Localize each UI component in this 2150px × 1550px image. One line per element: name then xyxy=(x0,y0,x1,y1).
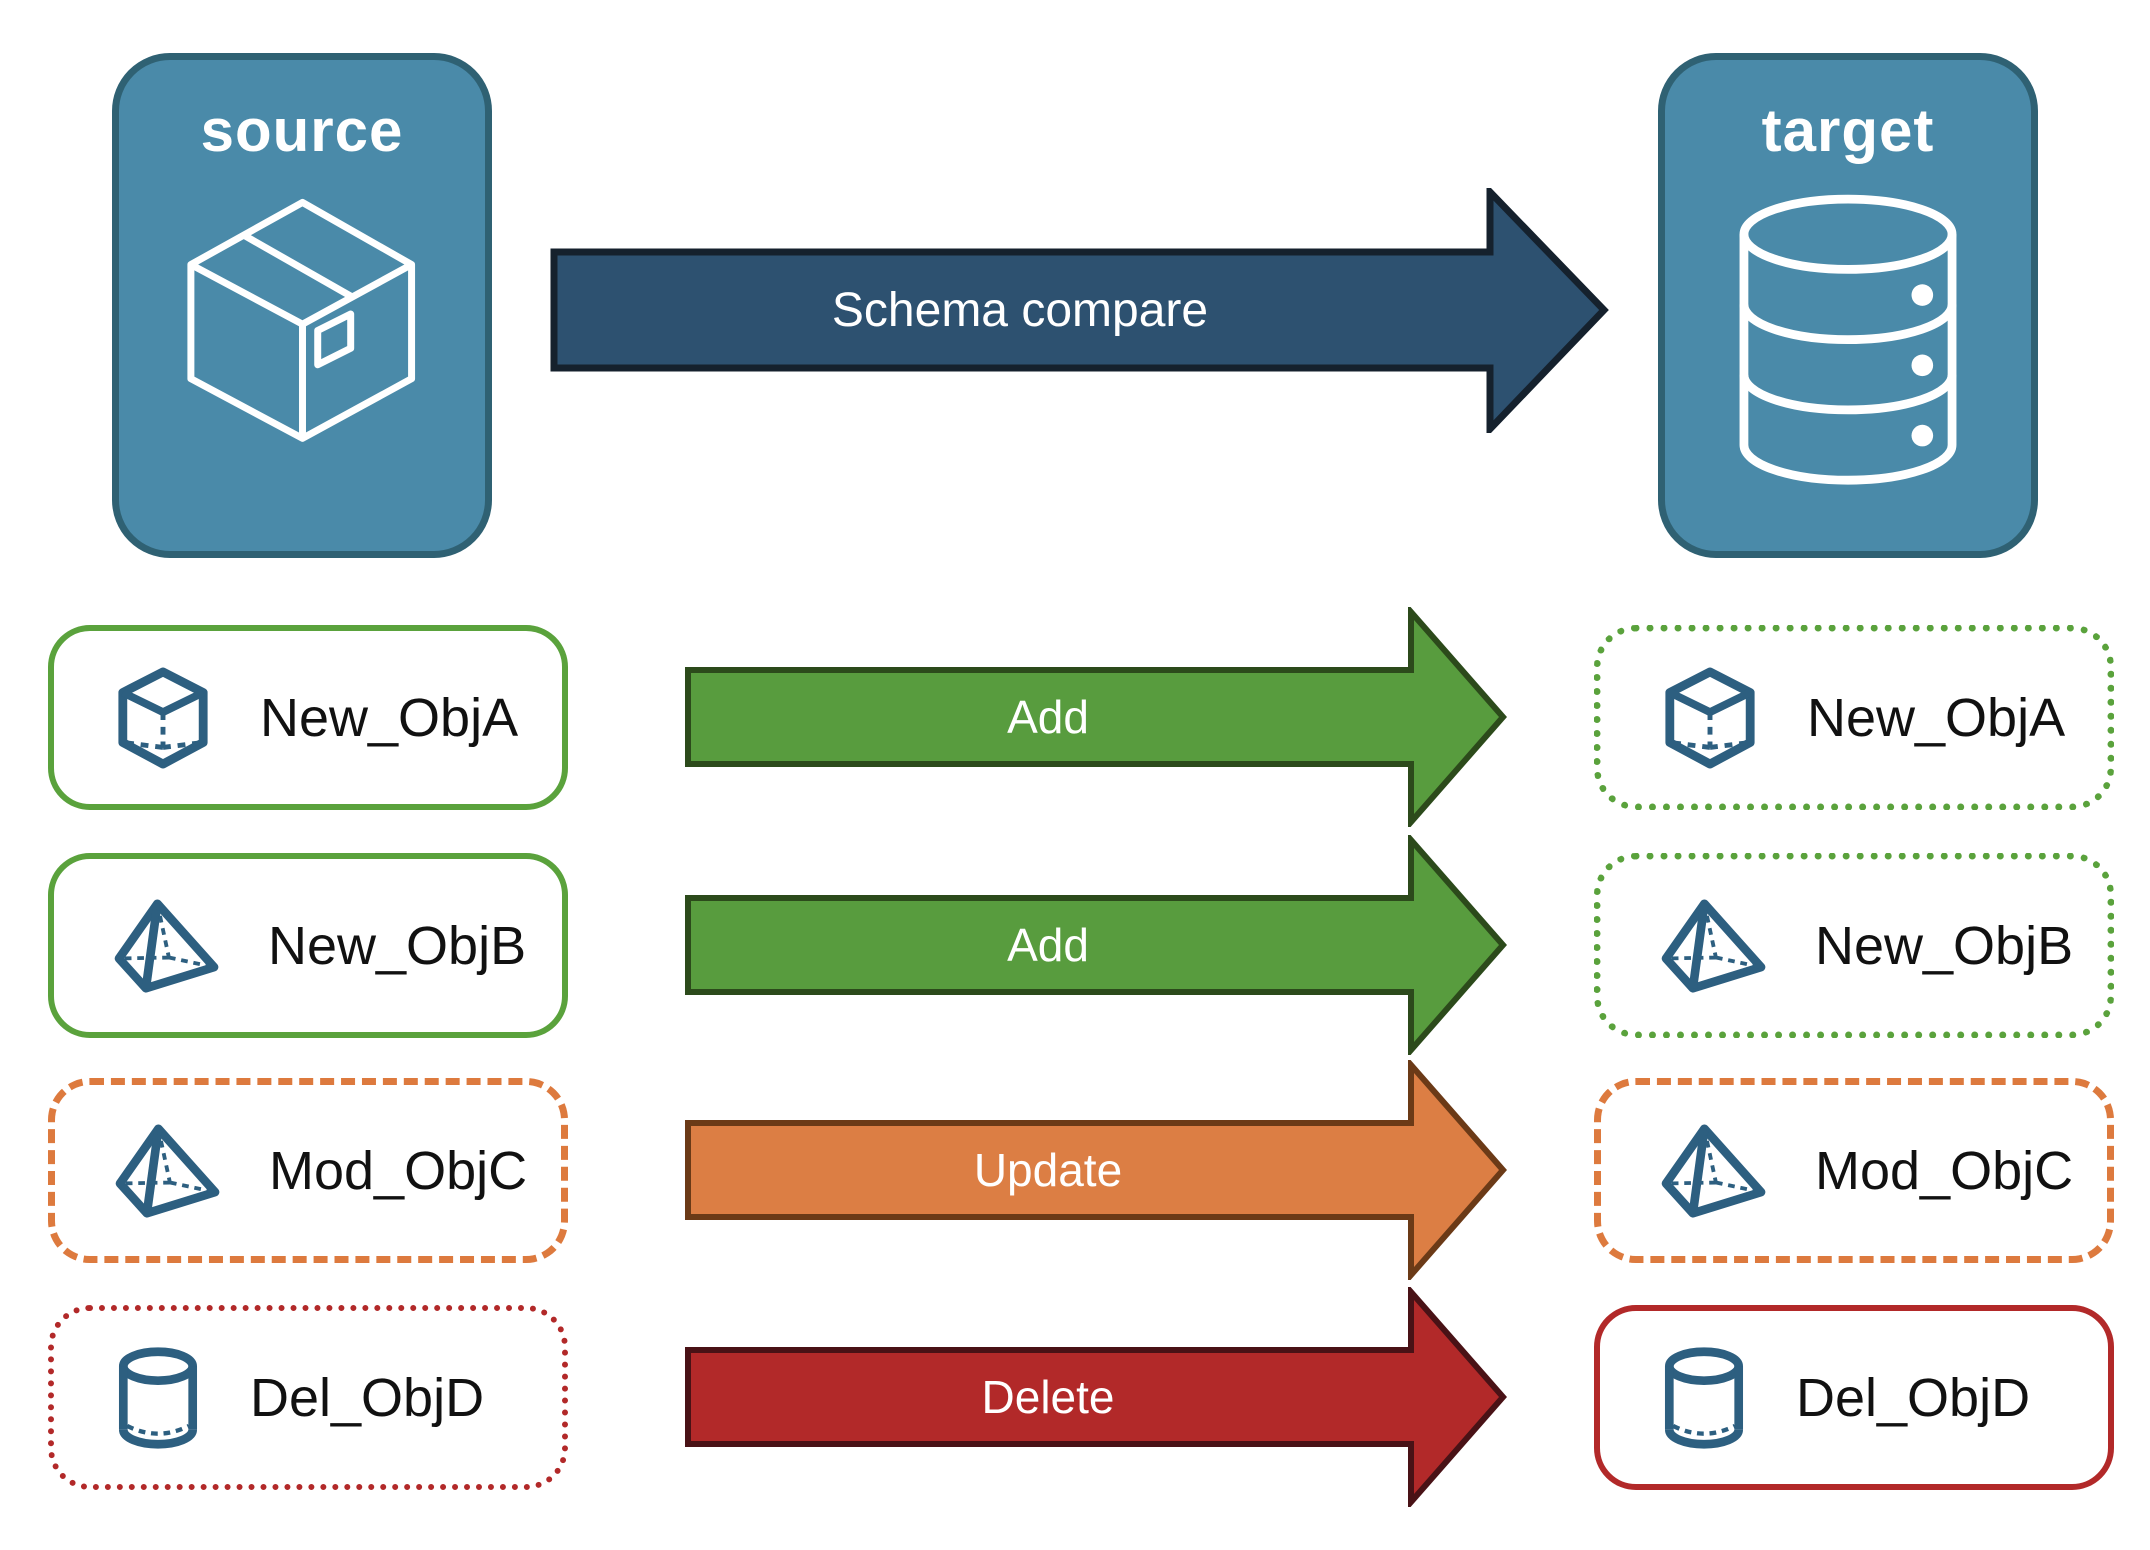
add-arrow: Add xyxy=(685,835,1509,1055)
source-object-card: Del_ObjD xyxy=(48,1305,568,1490)
pyramid-icon xyxy=(115,1123,221,1219)
object-label: Del_ObjD xyxy=(250,1367,485,1428)
source-object-card: New_ObjA xyxy=(48,625,568,810)
cube-icon xyxy=(1661,667,1759,769)
schema-compare-arrow: Schema compare xyxy=(550,188,1610,433)
source-label: source xyxy=(200,97,404,164)
source-object-card: New_ObjB xyxy=(48,853,568,1038)
object-label: Del_ObjD xyxy=(1796,1367,2031,1428)
delete-arrow: Delete xyxy=(685,1287,1509,1507)
source-panel: source xyxy=(112,53,492,558)
target-object-card: Del_ObjD xyxy=(1594,1305,2114,1490)
object-label: New_ObjA xyxy=(260,687,519,748)
update-arrow: Update xyxy=(685,1060,1509,1280)
target-object-card: New_ObjB xyxy=(1594,853,2114,1038)
object-label: New_ObjB xyxy=(1815,915,2074,976)
object-label: Mod_ObjC xyxy=(269,1140,528,1201)
pyramid-icon xyxy=(114,898,220,994)
pyramid-icon xyxy=(1661,1123,1767,1219)
source-object-card: Mod_ObjC xyxy=(48,1078,568,1263)
schema-compare-arrow-shape xyxy=(550,188,1609,433)
update-arrow-label: Update xyxy=(973,1144,1123,1196)
package-icon xyxy=(186,198,415,442)
cube-icon xyxy=(114,667,212,769)
pyramid-icon xyxy=(1661,898,1767,994)
add-arrow-label: Add xyxy=(1007,919,1089,971)
object-label: Mod_ObjC xyxy=(1815,1140,2074,1201)
object-label: New_ObjB xyxy=(268,915,527,976)
add-arrow-label: Add xyxy=(1007,691,1089,743)
cylinder-icon xyxy=(114,1345,202,1451)
database-icon xyxy=(1739,194,1957,485)
add-arrow: Add xyxy=(685,607,1509,827)
target-label: target xyxy=(1761,97,1935,164)
target-object-card: Mod_ObjC xyxy=(1594,1078,2114,1263)
object-label: New_ObjA xyxy=(1807,687,2066,748)
target-panel: target xyxy=(1658,53,2038,558)
cylinder-icon xyxy=(1660,1345,1748,1451)
delete-arrow-label: Delete xyxy=(981,1371,1115,1423)
schema-compare-label: Schema compare xyxy=(831,284,1209,337)
target-object-card: New_ObjA xyxy=(1594,625,2114,810)
